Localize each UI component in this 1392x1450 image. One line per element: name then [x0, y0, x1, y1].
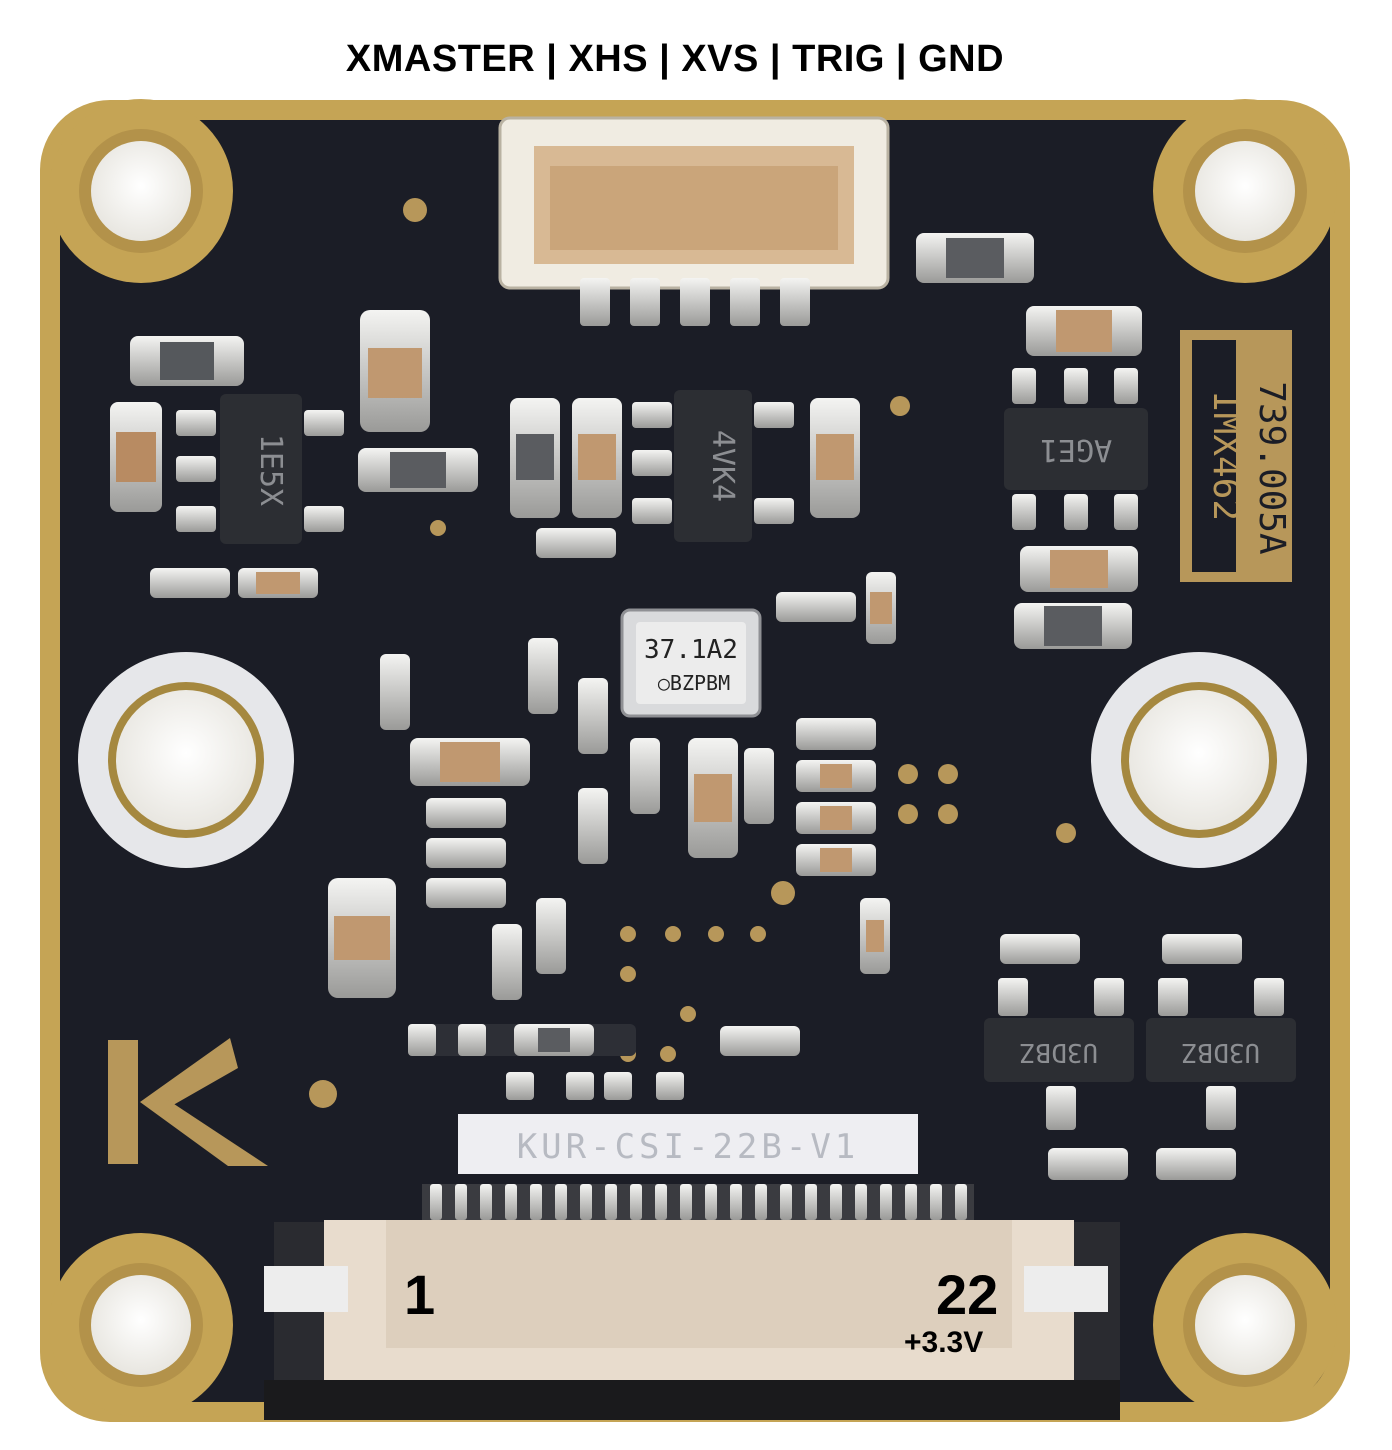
pin-22-label: 22: [936, 1263, 999, 1326]
pin-22-voltage-label: +3.3V: [904, 1326, 984, 1359]
ic-age1: AGE1: [1004, 368, 1148, 530]
svg-text:U3DBZ: U3DBZ: [1020, 1037, 1098, 1067]
svg-text:AGE1: AGE1: [1040, 432, 1112, 467]
svg-text:U3DBZ: U3DBZ: [1182, 1037, 1260, 1067]
label-sticker: KUR-CSI-22B-V1: [458, 1114, 918, 1174]
crystal-marking-top: 37.1A2: [644, 635, 738, 665]
pin-1-label: 1: [404, 1263, 436, 1326]
crystal-oscillator: 37.1A2 ○BZPBM: [620, 608, 762, 718]
mounting-hole-bottom-right: [1153, 1233, 1337, 1417]
mounting-hole-bottom-left: [49, 1233, 233, 1417]
signal-connector: [498, 116, 890, 326]
ic-u3dbz-left: U3DBZ: [984, 978, 1134, 1130]
camera-board-photo: 1E5X 4VK4 AGE1 37.1A2 ○BZPBM U3DBZ: [38, 98, 1354, 1428]
mounting-hole-middle-right: [1091, 652, 1307, 868]
crystal-marking-bottom: ○BZPBM: [658, 671, 730, 695]
signal-pin-header: XMASTER | XHS | XVS | TRIG | GND: [345, 38, 1005, 80]
ic-4vk4: 4VK4: [632, 390, 794, 542]
ic-u3dbz-right: U3DBZ: [1146, 978, 1296, 1130]
ic-1e5x: 1E5X: [176, 394, 344, 544]
ffc-connector: [264, 1184, 1120, 1420]
mounting-hole-top-left: [49, 99, 233, 283]
silkscreen-sensor: IMX462: [1205, 391, 1246, 521]
mounting-hole-middle-left: [78, 652, 294, 868]
silkscreen-part-block: 739.005A IMX462: [1180, 330, 1292, 582]
svg-text:1E5X: 1E5X: [253, 434, 288, 506]
svg-text:4VK4: 4VK4: [705, 430, 740, 502]
silkscreen-part-number: 739.005A: [1251, 381, 1292, 555]
mounting-hole-top-right: [1153, 99, 1337, 283]
brand-logo: [108, 1038, 268, 1166]
label-sticker-text: KUR-CSI-22B-V1: [517, 1127, 860, 1167]
passive-components: [110, 233, 1242, 1180]
